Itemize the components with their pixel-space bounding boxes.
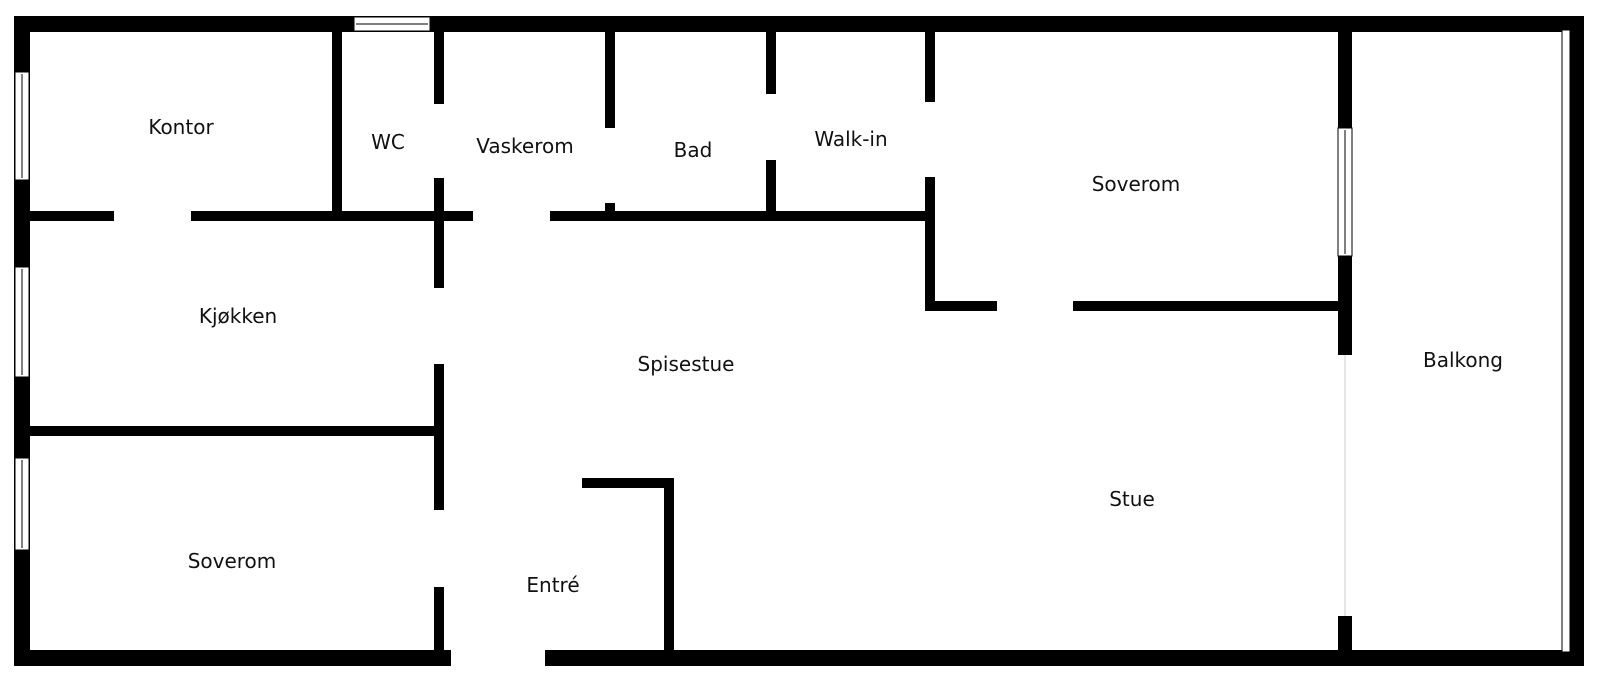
wall-h-upper-a	[30, 211, 114, 221]
wall-central-a	[434, 178, 444, 288]
interior-walls	[30, 30, 1352, 656]
window-left-kjokken	[14, 266, 30, 378]
room-label-walkin: Walk-in	[814, 127, 887, 151]
wall-right	[1570, 16, 1584, 666]
wall-bottom-right	[545, 650, 1584, 666]
wall-central-b	[434, 364, 444, 510]
room-label-balkong: Balkong	[1423, 348, 1503, 372]
room-label-vaskerom: Vaskerom	[476, 134, 573, 158]
wall-soverom-bottom-a	[925, 301, 997, 311]
window-top-wc	[353, 16, 431, 32]
wall-central-c	[434, 587, 444, 655]
wall-top	[14, 16, 1584, 32]
wall-entre-h	[582, 478, 674, 488]
balcony-railing	[1561, 29, 1571, 653]
wall-h-upper-b	[191, 211, 473, 221]
wall-vaskerom-bad-top	[605, 30, 615, 128]
window-left-soverom	[14, 457, 30, 551]
wall-bad-walkin-top	[766, 30, 776, 94]
room-label-bad: Bad	[674, 138, 713, 162]
wall-h-upper-c	[550, 211, 935, 221]
wall-wc-vaskerom-top	[434, 30, 444, 104]
room-label-soverom-lower: Soverom	[188, 549, 277, 573]
wall-walkin-soverom-bottom	[925, 177, 935, 311]
wall-kjokken-soverom	[30, 426, 444, 436]
wall-entre-v	[664, 478, 674, 655]
room-label-entre: Entré	[526, 573, 579, 597]
window-soverom-balkong	[1337, 127, 1353, 257]
wall-kontor-wc	[332, 30, 342, 215]
room-label-kontor: Kontor	[148, 115, 214, 139]
room-label-soverom-upper: Soverom	[1092, 172, 1181, 196]
room-label-wc: WC	[371, 130, 405, 154]
wall-bottom-left	[14, 650, 451, 666]
room-label-stue: Stue	[1109, 487, 1155, 511]
wall-vaskerom-bad-bottom	[605, 203, 615, 215]
room-labels: Kontor WC Vaskerom Bad Walk-in Soverom K…	[148, 115, 1503, 597]
room-label-kjokken: Kjøkken	[199, 304, 277, 328]
wall-bad-walkin-bottom	[766, 160, 776, 215]
wall-soverom-bottom-b	[1073, 301, 1345, 311]
wall-walkin-soverom-top	[925, 30, 935, 102]
window-left-kontor	[14, 71, 30, 181]
room-label-spisestue: Spisestue	[638, 352, 735, 376]
wall-balkong-bottom	[1338, 616, 1352, 656]
